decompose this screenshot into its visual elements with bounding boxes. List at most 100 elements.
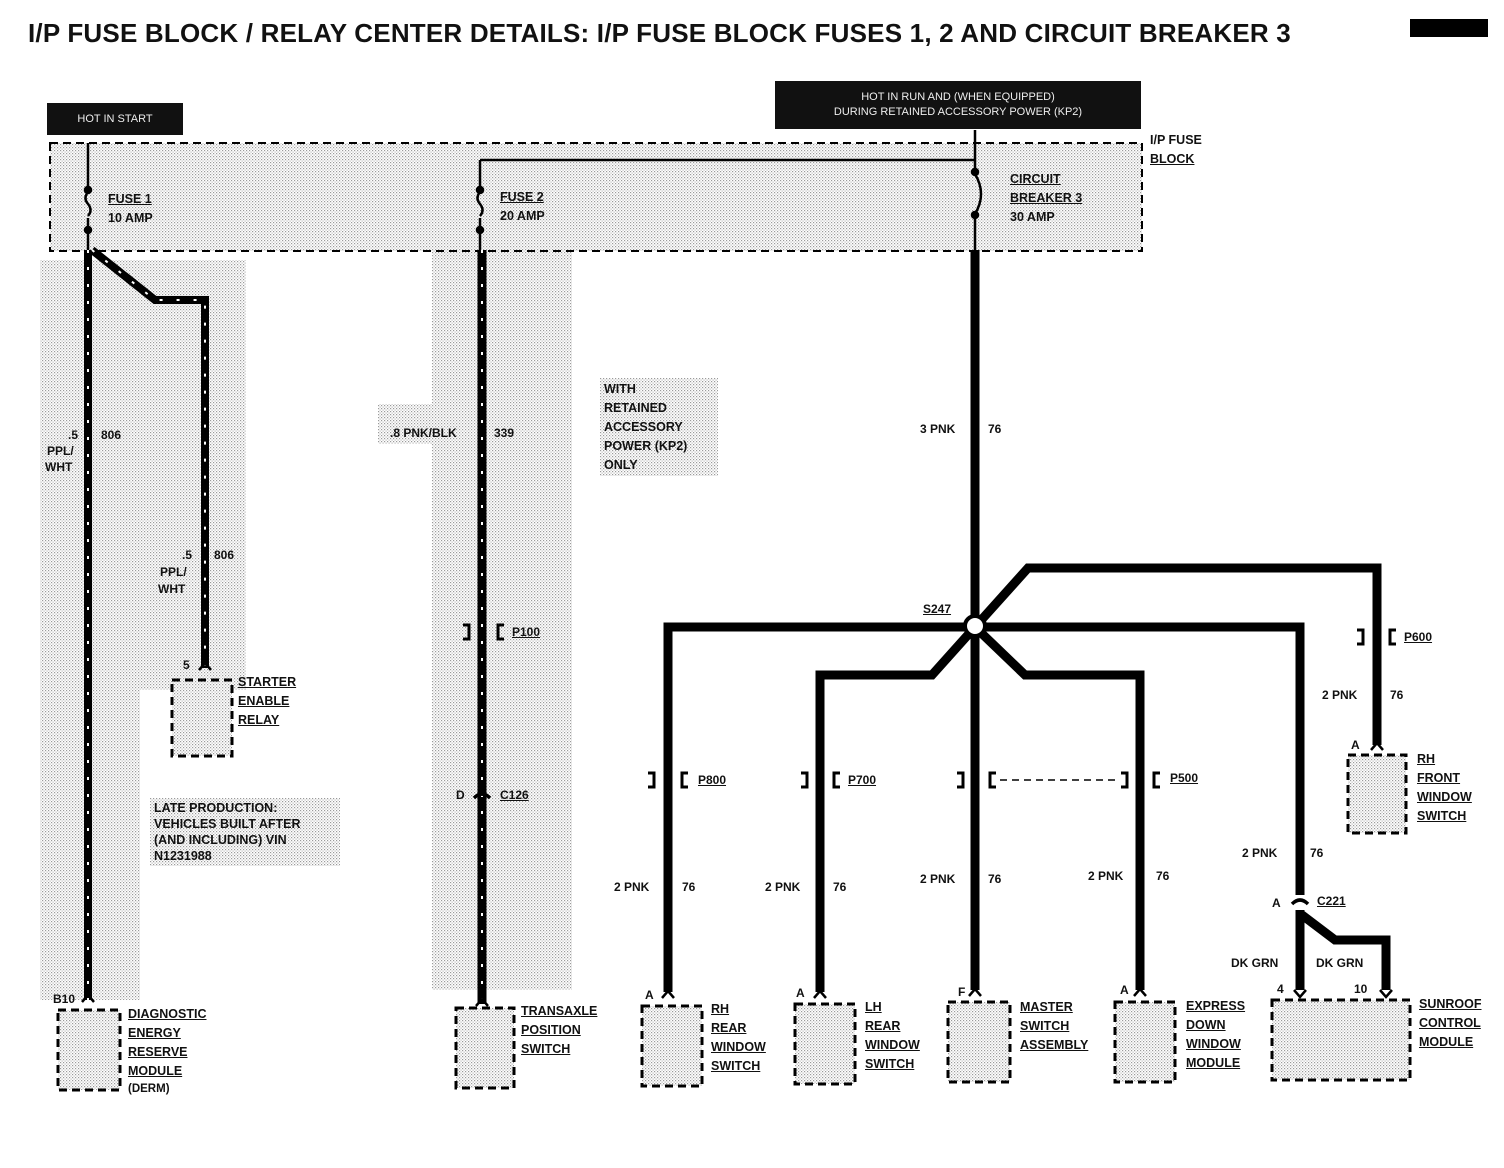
w806a-color1: PPL/ bbox=[47, 444, 74, 458]
transaxle-box bbox=[454, 1006, 516, 1090]
fuse2-label: FUSE 2 20 AMP bbox=[500, 188, 545, 226]
rh-rear-l3: WINDOW bbox=[711, 1040, 766, 1054]
rh-front-window-box bbox=[1346, 753, 1408, 835]
late-production-note: LATE PRODUCTION: VEHICLES BUILT AFTER (A… bbox=[154, 800, 301, 864]
starter-enable-relay-label: STARTER ENABLE RELAY bbox=[238, 673, 296, 730]
w806a-circuit: 806 bbox=[101, 428, 122, 442]
express-l4: MODULE bbox=[1186, 1056, 1241, 1070]
p100-label: P100 bbox=[512, 625, 541, 639]
master-l2: SWITCH bbox=[1020, 1019, 1070, 1033]
wire-76 bbox=[663, 250, 1391, 992]
fuse1-symbol bbox=[83, 143, 93, 250]
express-wire-circuit: 76 bbox=[1156, 869, 1170, 883]
dk-grn-label-10: DK GRN bbox=[1316, 956, 1364, 970]
w806a-color2: WHT bbox=[45, 460, 73, 474]
c221-pin: A bbox=[1272, 896, 1281, 910]
w76-main-label: 3 PNK bbox=[920, 422, 956, 436]
master-pin: F bbox=[958, 985, 966, 999]
rh-front-l3: WINDOW bbox=[1417, 790, 1472, 804]
fuse-block-label-l2: BLOCK bbox=[1150, 152, 1195, 166]
rh-rear-window-label: RH REAR WINDOW SWITCH bbox=[711, 1000, 766, 1076]
w339-shade bbox=[378, 404, 528, 444]
lh-rear-l3: WINDOW bbox=[865, 1038, 920, 1052]
derm-label: DIAGNOSTIC ENERGY RESERVE MODULE (DERM) bbox=[128, 1005, 206, 1097]
fuse-block-label-l1: I/P FUSE bbox=[1150, 133, 1202, 147]
master-wire-circuit: 76 bbox=[988, 872, 1002, 886]
express-down-box bbox=[1113, 1000, 1177, 1084]
late-l3: (AND INCLUDING) VIN bbox=[154, 833, 287, 847]
rh-rear-pin: A bbox=[645, 988, 654, 1002]
master-l3: ASSEMBLY bbox=[1020, 1038, 1089, 1052]
kp2-l2: RETAINED bbox=[604, 401, 667, 415]
terminal-pins bbox=[81, 661, 1393, 1007]
fuse2-shade bbox=[432, 250, 572, 990]
transaxle-l1: TRANSAXLE bbox=[521, 1004, 598, 1018]
w806a-size: .5 bbox=[68, 428, 79, 442]
starter-pin: 5 bbox=[183, 658, 190, 672]
sunroof-module-label: SUNROOF CONTROL MODULE bbox=[1419, 995, 1482, 1052]
w806b-color1: PPL/ bbox=[160, 565, 187, 579]
starter-relay-box bbox=[170, 678, 234, 758]
rh-rear-l2: REAR bbox=[711, 1021, 747, 1035]
derm-l2: ENERGY bbox=[128, 1026, 181, 1040]
w76-main-circuit: 76 bbox=[988, 422, 1002, 436]
late-l2: VEHICLES BUILT AFTER bbox=[154, 817, 301, 831]
sunroof-pin-10: 10 bbox=[1354, 982, 1368, 996]
lh-rear-l1: LH bbox=[865, 1000, 882, 1014]
wire-806 bbox=[84, 246, 209, 1000]
hot-in-run-label: HOT IN RUN AND (WHEN EQUIPPED) DURING RE… bbox=[775, 81, 1141, 129]
fuse1-rating: 10 AMP bbox=[108, 211, 153, 225]
sunroof-wire-circuit: 76 bbox=[1310, 846, 1324, 860]
derm-l4: MODULE bbox=[128, 1064, 183, 1078]
fuse1-label: FUSE 1 10 AMP bbox=[108, 190, 153, 228]
splice-s247 bbox=[963, 614, 987, 638]
p500-label: P500 bbox=[1170, 771, 1199, 785]
starter-l3: RELAY bbox=[238, 713, 280, 727]
kp2-note: WITH RETAINED ACCESSORY POWER (KP2) ONLY bbox=[604, 380, 687, 475]
hot-in-run-line1: HOT IN RUN AND (WHEN EQUIPPED) bbox=[861, 91, 1055, 103]
sunroof-l1: SUNROOF bbox=[1419, 997, 1482, 1011]
rh-front-l4: SWITCH bbox=[1417, 809, 1467, 823]
rh-rear-l1: RH bbox=[711, 1002, 730, 1016]
diagram-title: I/P FUSE BLOCK / RELAY CENTER DETAILS: I… bbox=[28, 18, 1291, 48]
w339-label: .8 PNK/BLK bbox=[390, 426, 457, 440]
breaker3-l2: BREAKER 3 bbox=[1010, 191, 1083, 205]
c221-label: C221 bbox=[1317, 894, 1346, 908]
rh-front-wire-color: 2 PNK bbox=[1322, 688, 1358, 702]
derm-box bbox=[56, 1008, 122, 1092]
express-down-label: EXPRESS DOWN WINDOW MODULE bbox=[1186, 997, 1245, 1073]
rh-front-pin: A bbox=[1351, 738, 1360, 752]
title-bar-block bbox=[1410, 19, 1488, 37]
dk-grn-label-4: DK GRN bbox=[1231, 956, 1279, 970]
breaker3-label: CIRCUIT BREAKER 3 30 AMP bbox=[1010, 170, 1082, 227]
lh-rear-pin: A bbox=[796, 986, 805, 1000]
fuse2-name: FUSE 2 bbox=[500, 190, 544, 204]
breaker3-l1: CIRCUIT bbox=[1010, 172, 1061, 186]
kp2-l5: ONLY bbox=[604, 458, 638, 472]
rh-rear-wire-circuit: 76 bbox=[682, 880, 696, 894]
transaxle-l3: SWITCH bbox=[521, 1042, 571, 1056]
express-pin: A bbox=[1120, 983, 1129, 997]
late-l4: N1231988 bbox=[154, 849, 212, 863]
master-switch-box bbox=[946, 1000, 1012, 1084]
w806b-size: .5 bbox=[182, 548, 193, 562]
fuse2-symbol bbox=[475, 158, 975, 250]
express-l3: WINDOW bbox=[1186, 1037, 1241, 1051]
derm-l3: RESERVE bbox=[128, 1045, 188, 1059]
starter-shade bbox=[138, 260, 246, 690]
component-boxes bbox=[56, 678, 1412, 1092]
rh-front-wire-circuit: 76 bbox=[1390, 688, 1404, 702]
fuse-block-label: I/P FUSE BLOCK bbox=[1150, 131, 1202, 169]
master-switch-label: MASTER SWITCH ASSEMBLY bbox=[1020, 998, 1088, 1055]
rh-front-l1: RH bbox=[1417, 752, 1436, 766]
starter-l2: ENABLE bbox=[238, 694, 290, 708]
lh-rear-l2: REAR bbox=[865, 1019, 901, 1033]
connector-brackets bbox=[463, 623, 1396, 906]
express-wire-color: 2 PNK bbox=[1088, 869, 1124, 883]
derm-l5: (DERM) bbox=[128, 1083, 170, 1095]
lh-rear-window-label: LH REAR WINDOW SWITCH bbox=[865, 998, 920, 1074]
late-note-shade bbox=[150, 798, 340, 866]
c126-pin: D bbox=[456, 788, 465, 802]
derm-l1: DIAGNOSTIC bbox=[128, 1007, 207, 1021]
